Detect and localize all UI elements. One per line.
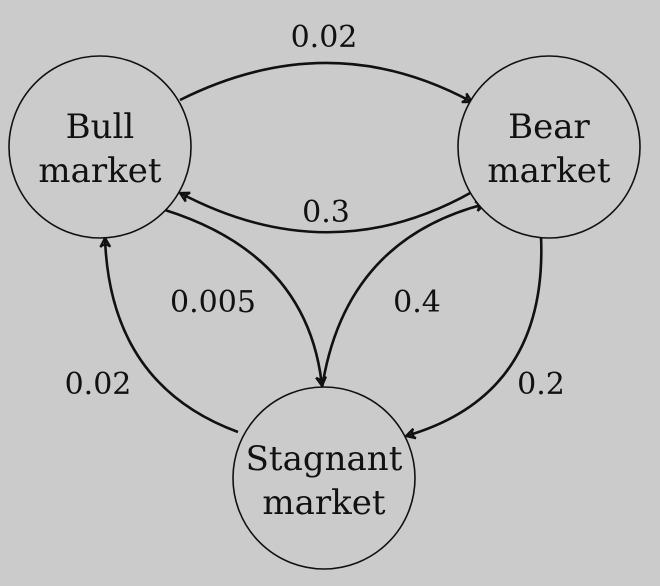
node-bear-line1: Bear <box>508 107 590 147</box>
node-bull-line1: Bull <box>66 107 135 147</box>
node-bull-circle <box>8 55 192 239</box>
edge-bull-to-stagnant <box>164 208 328 388</box>
node-bull-market: Bull market <box>8 55 192 239</box>
label-stagnant-to-bear: 0.4 <box>393 285 441 320</box>
node-bear-circle <box>457 55 641 239</box>
node-bear-market: Bear market <box>457 55 641 239</box>
label-bear-to-bull: 0.3 <box>302 195 350 230</box>
edge-stagnant-to-bear <box>320 200 487 389</box>
edge-bear-to-stagnant <box>404 235 543 440</box>
node-stagnant-line1: Stagnant <box>246 439 403 479</box>
edge-bear-to-bull <box>178 190 473 234</box>
label-bear-to-stagnant: 0.2 <box>517 367 565 402</box>
edge-stagnant-to-bull <box>99 236 239 434</box>
node-stagnant-market: Stagnant market <box>232 386 416 570</box>
edge-bull-to-bear <box>179 61 474 104</box>
node-stagnant-line2: market <box>262 483 385 523</box>
node-bull-line2: market <box>38 151 161 191</box>
node-stagnant-circle <box>232 386 416 570</box>
label-bull-to-stagnant: 0.005 <box>170 285 256 320</box>
node-bear-line2: market <box>487 151 610 191</box>
label-bull-to-bear: 0.02 <box>291 20 358 55</box>
label-stagnant-to-bull: 0.02 <box>65 367 132 402</box>
